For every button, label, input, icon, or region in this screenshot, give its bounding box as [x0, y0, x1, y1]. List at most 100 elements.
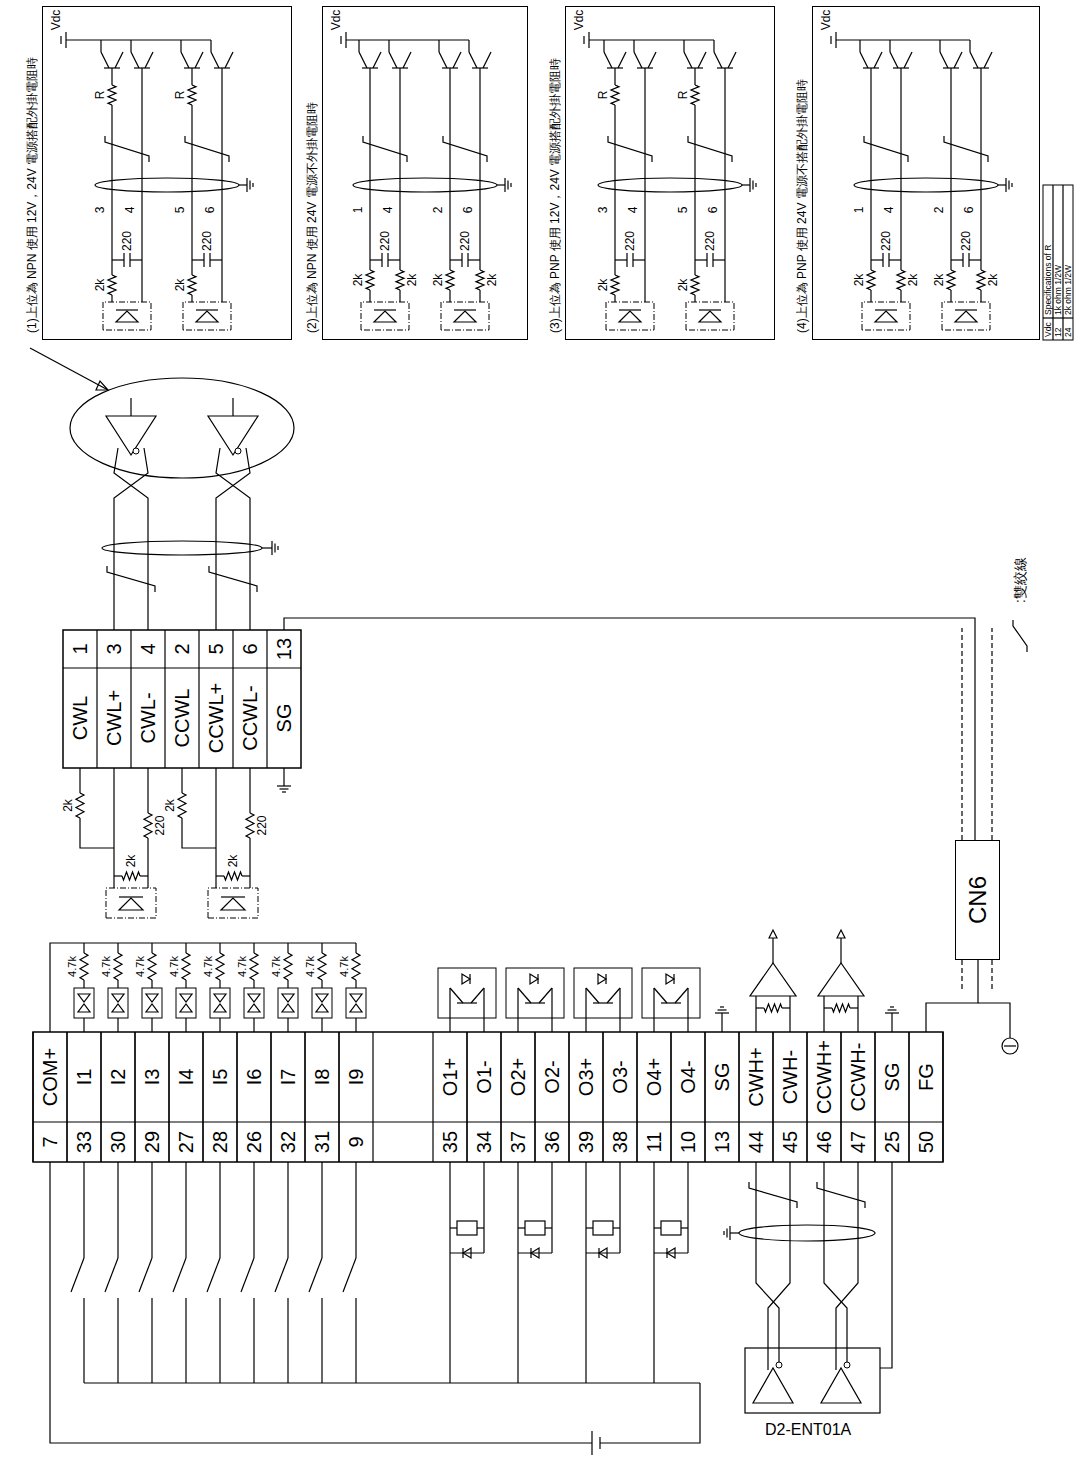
led-symbol [119, 896, 143, 897]
panel-title: (2)上位為 NPN 使用 24V 電源不外掛電阻時 [306, 102, 318, 333]
pin-number: 3 [94, 207, 106, 214]
pin-number: 35 [440, 1131, 460, 1153]
battery-symbol [583, 36, 584, 44]
diode-symbol [463, 1248, 471, 1258]
table-cell: Specifications of R [1044, 245, 1053, 315]
inverter-bubble [844, 1362, 850, 1368]
resistor-value: 4.7k [135, 956, 146, 977]
optocoupler-symbol [361, 302, 409, 330]
wire [117, 980, 118, 988]
diode-symbol [462, 1248, 463, 1258]
pin-number: 26 [244, 1131, 264, 1153]
wire [287, 980, 288, 988]
transistor-symbol [714, 52, 722, 68]
ground-symbol [890, 1006, 894, 1007]
optocoupler-symbol [862, 302, 910, 330]
relay-coil [525, 1221, 545, 1235]
led-symbol [214, 1004, 226, 1012]
wire [551, 988, 552, 1032]
wire [479, 68, 480, 270]
ground-symbol [246, 178, 247, 192]
wire [824, 1007, 832, 1008]
twisted-pair-mark [185, 136, 229, 162]
wire [113, 768, 114, 888]
capacitor-value: 220 [960, 231, 972, 251]
transistor-symbol [904, 52, 912, 68]
led-symbol [350, 994, 362, 1002]
wire [730, 1232, 739, 1233]
ground-symbol [723, 1231, 724, 1235]
wire [900, 290, 901, 302]
transistor-symbol [525, 1002, 545, 1003]
spec-table [1043, 185, 1073, 340]
table-rule [840, 1032, 841, 1162]
pin-number: 2 [172, 643, 192, 654]
transistor-symbol [954, 52, 962, 68]
drawing-code: D2-ENT01A [765, 1422, 851, 1438]
transistor-symbol [450, 988, 463, 1003]
wire [449, 68, 450, 270]
led-symbol [469, 974, 470, 984]
diode-symbol [531, 1248, 539, 1258]
signal-name: CCWH+ [814, 1040, 834, 1114]
table-rule [270, 1032, 271, 1162]
relay-coil [661, 1221, 681, 1235]
pin-number: 36 [542, 1131, 562, 1153]
pin-number: 29 [142, 1131, 162, 1153]
wire [755, 996, 756, 1032]
table-rule [372, 1032, 373, 1162]
connector-box: CN6 [955, 840, 1000, 960]
wire [355, 1018, 356, 1032]
wire [185, 943, 186, 953]
wire [900, 68, 901, 270]
pin-number: 3 [597, 207, 609, 214]
resistor-symbol [144, 813, 152, 838]
transistor-symbol [469, 52, 477, 68]
wire [262, 547, 272, 548]
twisted-pair-mark [864, 136, 908, 162]
battery-symbol [340, 36, 341, 44]
arrowhead [837, 930, 845, 938]
wire [321, 1298, 322, 1383]
transistor-symbol [211, 52, 219, 68]
resistor-value: 4.7k [101, 956, 112, 977]
wire [117, 943, 118, 953]
pin-number: 34 [474, 1131, 494, 1153]
resistor-value: 2k [62, 799, 74, 812]
led-symbol [350, 1004, 362, 1012]
pin-number: 2 [432, 207, 444, 214]
wire [283, 768, 284, 786]
transistor-symbol [145, 52, 153, 68]
relay-coil [477, 1227, 484, 1228]
table-cell: 1k ohm 1/2W [1054, 265, 1063, 315]
resistor-symbol [224, 872, 242, 880]
wire [939, 40, 940, 52]
pin-number: 6 [462, 207, 474, 214]
wire [687, 988, 688, 1032]
resistor-symbol [284, 953, 292, 980]
line-driver [106, 416, 156, 455]
wire [50, 1162, 592, 1443]
capacitor-symbol [192, 259, 204, 260]
wire [50, 943, 356, 1032]
twisted-pair-mark [817, 1182, 865, 1208]
wire [210, 40, 211, 52]
capacitor-symbol [123, 253, 124, 267]
led-symbol [112, 994, 124, 1002]
capacitor-symbol [969, 259, 981, 260]
resistor-value: 2k [853, 274, 865, 287]
battery-symbol [591, 1431, 592, 1455]
pin-number: 27 [176, 1131, 196, 1153]
optocoupler-symbol [346, 988, 366, 1018]
wire [614, 68, 615, 85]
resistor-symbol [611, 85, 619, 105]
led-symbol [282, 994, 294, 1002]
wire [585, 1162, 586, 1383]
pin-number: 6 [240, 643, 260, 654]
wire [130, 40, 131, 52]
resistor-symbol [764, 1004, 782, 1012]
signal-name: FG [916, 1063, 936, 1091]
pin-number: 1 [853, 207, 865, 214]
wire [449, 290, 450, 302]
